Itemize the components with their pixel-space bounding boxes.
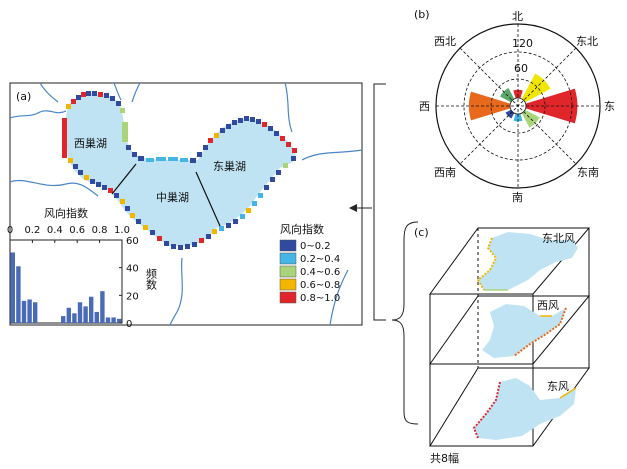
river-north2 (131, 83, 141, 103)
rose-wedge (468, 91, 511, 121)
layer-label-1: 东北风 (542, 232, 575, 245)
rivers (10, 83, 362, 325)
histogram-bar (117, 318, 122, 323)
histogram-bar (83, 306, 88, 323)
dir-label-ne: 东北 (576, 35, 598, 48)
histogram-xlabel: 风向指数 (44, 206, 88, 220)
legend-label: 0.8~1.0 (300, 293, 340, 304)
histogram-ylabel: 频数 (145, 267, 158, 291)
panel-a: (a) (9, 82, 363, 326)
dir-label-se: 东南 (577, 166, 599, 179)
histogram-bar (27, 299, 32, 323)
panel-c-label: (c) (414, 226, 429, 239)
histogram-bar (10, 252, 15, 323)
histogram-bar (16, 266, 21, 323)
histogram-y-tick-label: 60 (126, 236, 139, 247)
brace-panel-c (391, 221, 419, 425)
legend-swatch (279, 291, 297, 304)
rose-wedge (513, 113, 523, 122)
histogram-y-tick-label: 20 (126, 291, 139, 302)
dir-label-n: 北 (512, 10, 523, 23)
histogram-x-tick-label: 0.2 (24, 225, 40, 236)
histogram-x-tick-label: 0.6 (69, 225, 85, 236)
legend-label: 0~0.2 (300, 241, 331, 252)
layer-label-2: 西风 (537, 299, 559, 312)
river-north (113, 83, 122, 101)
legend-label: 0.4~0.6 (300, 267, 340, 278)
dir-label-e: 东 (604, 100, 615, 113)
river-southeast (329, 269, 349, 325)
dir-label-sw: 西南 (434, 166, 456, 179)
lake-label-middle: 中巢湖 (156, 191, 189, 204)
legend-title: 风向指数 (280, 222, 324, 236)
lake-label-west: 西巢湖 (74, 137, 107, 150)
connector (349, 83, 419, 425)
river-west (10, 110, 67, 119)
histogram-x-tick-label: 0.4 (47, 225, 63, 236)
rose-ring-label-120: 120 (512, 37, 533, 50)
layer-lake-1 (476, 232, 578, 291)
river-east2 (301, 149, 362, 161)
river-east (284, 83, 293, 133)
histogram-inset: 风向指数 0 0.2 0.4 0.6 0.8 1.0 0 20 40 60 频数 (7, 206, 158, 330)
river-southwest (10, 180, 99, 197)
legend-swatch (279, 278, 297, 291)
histogram-y-ticks: 0 20 40 60 (119, 236, 139, 330)
lake-border-cells (62, 91, 297, 250)
histogram-x-tick-label: 1.0 (114, 225, 130, 236)
histogram-bar (89, 296, 94, 323)
legend-label: 0.6~0.8 (300, 280, 340, 291)
rose-grid (435, 23, 601, 189)
histogram-bar (105, 317, 111, 323)
legend-swatch (279, 265, 297, 278)
histogram-bar (100, 291, 105, 323)
layer-label-3: 东风 (547, 380, 569, 393)
river-northwest (39, 83, 59, 103)
divider-west-middle (111, 163, 137, 195)
legend-swatch (279, 239, 297, 252)
histogram-bar (94, 311, 99, 323)
panel-b-label: (b) (414, 8, 430, 21)
legend-swatch (279, 252, 297, 265)
histogram-x-tick-label: 0 (7, 225, 13, 236)
histogram-bar (77, 302, 83, 323)
stack-total-label: 共8幅 (430, 452, 459, 465)
histogram-bar (72, 313, 77, 323)
divider-middle-east (195, 171, 221, 227)
layer-lake-3 (472, 378, 577, 440)
legend-label: 0.2~0.4 (300, 254, 340, 265)
dir-label-s: 南 (512, 191, 523, 204)
legend: 0~0.2 0.2~0.4 0.4~0.6 0.6~0.8 0.8~1.0 (279, 239, 340, 304)
histogram-y-tick-label: 40 (126, 264, 139, 275)
histogram-x-tick-label: 0.8 (92, 225, 108, 236)
panel-a-label: (a) (16, 90, 31, 103)
connector-bracket (373, 83, 386, 321)
histogram-bar (111, 317, 116, 323)
histogram-bar (33, 302, 38, 323)
river-south (169, 257, 183, 325)
layer-lake-2 (482, 304, 567, 358)
lake-label-east: 东巢湖 (213, 160, 246, 173)
histogram-frame (9, 239, 123, 324)
panel-c: (c) 东北风 西风 (414, 226, 591, 465)
panel-b: (b) 60 120 北 东北 东 东南 南 西南 西 西北 (414, 8, 615, 204)
histogram-bar (21, 300, 27, 323)
histogram-bar (66, 307, 71, 323)
dir-label-nw: 西北 (434, 35, 456, 48)
dir-label-w: 西 (419, 100, 430, 113)
histogram-bar (61, 316, 66, 323)
histogram-bars (10, 252, 122, 323)
rose-ring-label-60: 60 (514, 62, 528, 75)
histogram-y-tick-label: 0 (126, 319, 132, 330)
